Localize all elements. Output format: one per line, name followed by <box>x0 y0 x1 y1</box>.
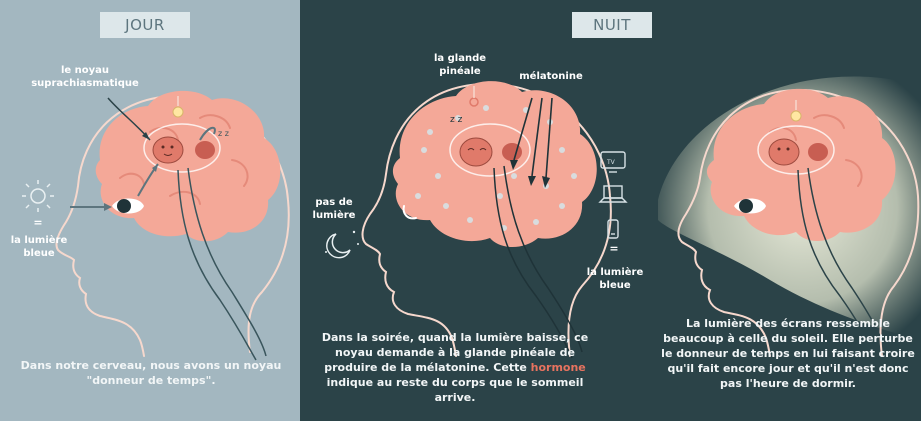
night-caption: Dans la soirée, quand la lumière baisse,… <box>320 330 590 405</box>
pineal-gland-day <box>195 141 215 159</box>
no-light-label: pas de lumière <box>304 196 364 222</box>
night-equals: = <box>596 242 632 255</box>
day-caption: Dans notre cerveau, nous avons un noyau … <box>14 358 288 388</box>
sun-icon <box>22 180 54 212</box>
night-caption-text-2: indique au reste du corps que le sommeil… <box>327 376 584 404</box>
day-tag: JOUR <box>100 12 190 38</box>
hormone-highlight: hormone <box>531 361 586 374</box>
laptop-icon <box>600 186 626 202</box>
svg-text:z z: z z <box>450 115 463 125</box>
moon-icon <box>325 231 359 258</box>
day-equals: = <box>20 216 56 229</box>
screen-light-label: la lumière bleue <box>580 266 650 292</box>
night-panel: z z TV <box>300 0 921 421</box>
night-brain <box>393 81 597 247</box>
pineal-gland-night <box>502 143 522 161</box>
melatonin-label: mélatonine <box>506 70 596 83</box>
night-tag: NUIT <box>572 12 652 38</box>
scn-label: le noyau suprachiasmatique <box>10 64 160 90</box>
svg-text:z z: z z <box>218 129 229 138</box>
scn-nucleus-screen <box>769 139 799 165</box>
day-panel: z z JOUR le noyau suprachiasmatique = la… <box>0 0 300 421</box>
screen-caption: La lumière des écrans ressemble beaucoup… <box>660 316 916 391</box>
scn-nucleus <box>153 137 183 163</box>
scn-nucleus-night <box>460 138 492 166</box>
pineal-label: la glande pinéale <box>420 52 500 78</box>
day-light-label: la lumière bleue <box>0 234 78 260</box>
tv-label: TV <box>606 159 616 166</box>
